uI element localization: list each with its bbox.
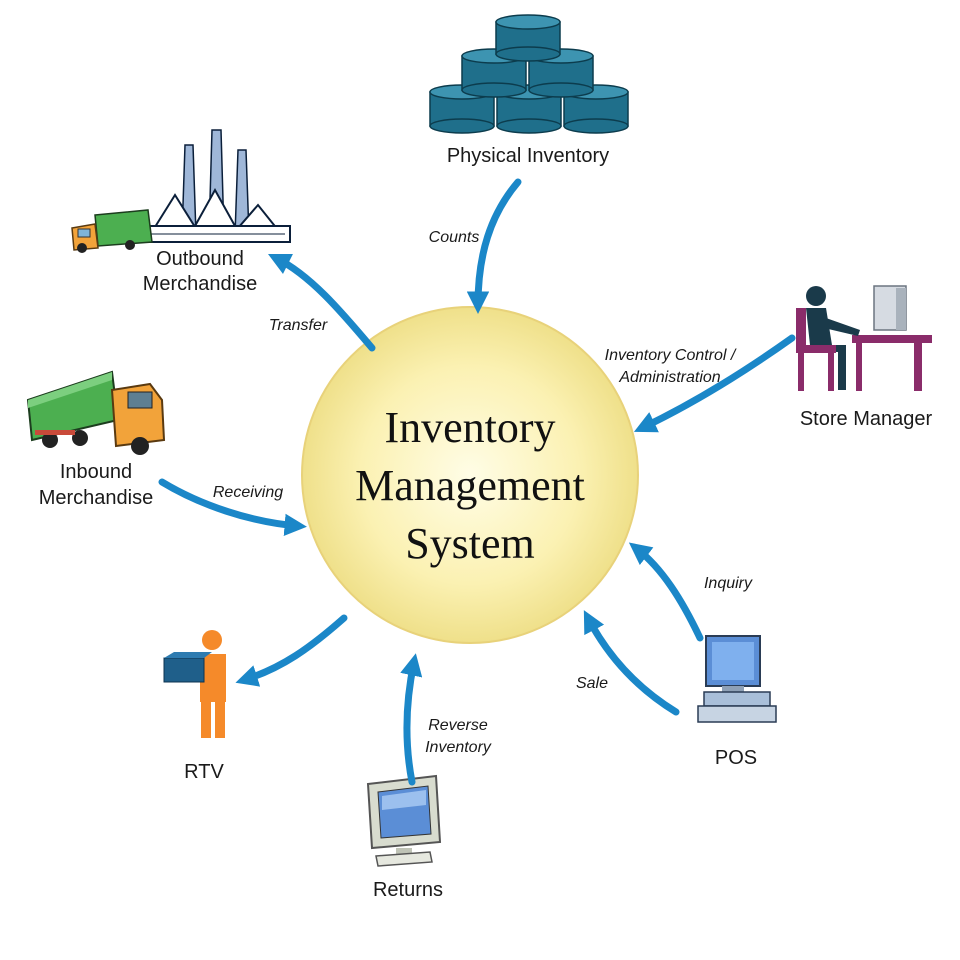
inventory-control-label-line-2: Administration — [618, 369, 720, 386]
center-title-line-1: Inventory — [384, 403, 555, 452]
manager-desk-icon — [796, 285, 932, 391]
pos-label: POS — [715, 747, 757, 769]
counts-label: Counts — [429, 229, 480, 246]
truck-icon — [71, 209, 153, 253]
physical-inventory-label: Physical Inventory — [447, 145, 609, 167]
store-manager-label: Store Manager — [800, 408, 933, 430]
inquiry-arrow — [628, 542, 704, 642]
center-title-line-2: Management — [355, 461, 585, 510]
rtv-arrow — [235, 614, 348, 687]
computer-icon — [366, 774, 442, 867]
outbound-label-line-1: Outbound — [156, 248, 244, 270]
database-icon — [429, 14, 629, 134]
reverse-inventory-label-line-1: Reverse — [428, 717, 488, 734]
counts-arrow — [466, 178, 522, 314]
inquiry-label: Inquiry — [704, 575, 753, 592]
reverse-inventory-label-line-2: Inventory — [425, 739, 492, 756]
inbound-node: Inbound Merchandise — [26, 370, 166, 509]
rtv-node: RTV — [163, 630, 226, 783]
person-box-icon — [163, 630, 226, 738]
sale-arrow — [583, 610, 680, 716]
store-manager-node: Store Manager — [796, 285, 933, 430]
center-title-line-3: System — [405, 519, 535, 568]
pos-node: POS — [697, 635, 777, 769]
sale-label: Sale — [576, 675, 608, 692]
rtv-label: RTV — [184, 761, 224, 783]
receiving-arrow — [158, 478, 307, 537]
center-node: Inventory Management System — [301, 306, 639, 644]
pos-terminal-icon — [697, 635, 777, 723]
returns-node: Returns — [366, 774, 443, 901]
outbound-node: Outbound Merchandise — [71, 129, 291, 295]
physical-inventory-node: Physical Inventory — [429, 14, 629, 167]
reverse-inventory-arrow — [400, 653, 423, 786]
inbound-label-line-2: Merchandise — [39, 487, 154, 509]
inbound-label-line-1: Inbound — [60, 461, 132, 483]
returns-label: Returns — [373, 879, 443, 901]
transfer-arrow — [267, 253, 376, 352]
inventory-control-arrow — [633, 334, 796, 433]
factory-icon — [139, 129, 291, 243]
receiving-label: Receiving — [213, 484, 283, 501]
truck-icon — [26, 370, 166, 455]
inventory-control-label-line-1: Inventory Control / — [605, 347, 737, 364]
transfer-label: Transfer — [269, 317, 328, 334]
outbound-label-line-2: Merchandise — [143, 273, 258, 295]
